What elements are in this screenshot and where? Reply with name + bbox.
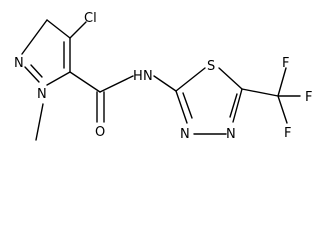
bond-carbonyl-nh [99,75,134,93]
bond-c5-cf3 [241,88,279,97]
bond-c5-c4 [46,19,71,39]
bond-c4-cl [69,21,87,39]
carbonyl-o-label: O [95,125,105,140]
bond-n3-c2-inner [182,92,193,119]
bond-n2-n1-outer [24,66,40,83]
bond-s-c5 [218,67,243,90]
bond-n1-c5 [21,19,48,55]
molecule-structure: Cl N N N H O S N N F F F [14,11,312,142]
bond-cf3-f-top [277,67,287,97]
bond-c3-carbonyl [69,71,101,93]
bond-n2-n1-inner [30,64,43,78]
amide-h-label: H [133,69,143,84]
pyrazole-n-methyl-label: N [37,87,47,102]
fluorine-bottom-label: F [284,126,291,141]
bond-c5-n4-outer [232,88,243,123]
bond-c2-s [175,67,206,92]
bond-c3-n2 [46,71,71,86]
bond-cf3-f-bottom [277,95,288,124]
pyrazole-n-top-label: N [14,56,24,71]
chlorine-label: Cl [84,11,97,26]
amide-n-label: N [143,69,153,84]
fluorine-top-label: F [282,56,289,71]
bond-c5-n4-inner [229,93,238,118]
bond-n2-methyl [35,103,44,141]
fluorine-right-label: F [305,90,312,105]
bond-n3-c2-outer [175,90,188,124]
pyrazole-ring [21,19,71,86]
sulfur-label: S [207,59,215,74]
thiadiazole-n-right-label: N [226,127,236,142]
thiadiazole-ring [175,67,243,135]
thiadiazole-n-left-label: N [180,127,190,142]
bond-nh-c2 [153,75,177,92]
